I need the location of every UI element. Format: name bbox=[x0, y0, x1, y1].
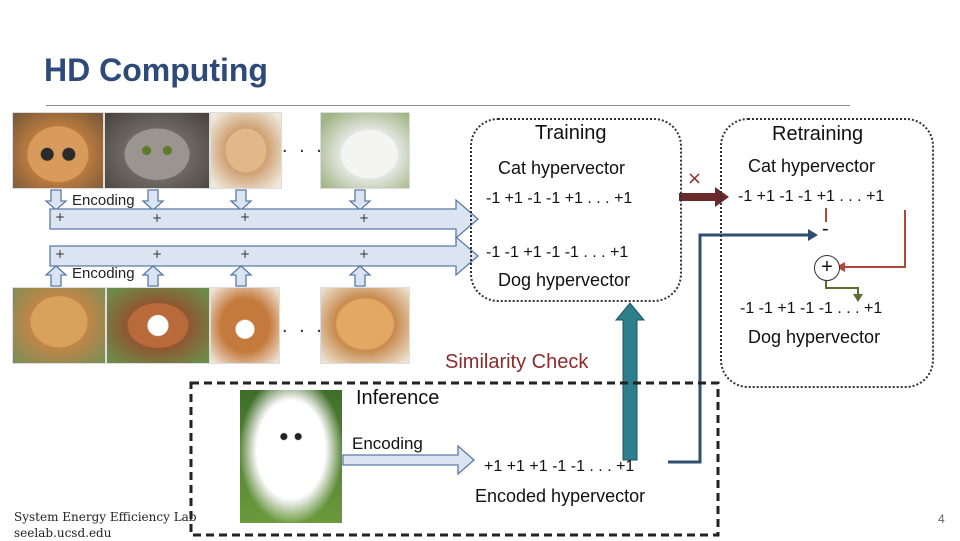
dog-image-3 bbox=[210, 287, 280, 364]
plus-sign: + bbox=[152, 211, 163, 225]
training-box bbox=[470, 118, 682, 302]
cat-image-1 bbox=[12, 112, 104, 189]
plus-sign: + bbox=[359, 211, 370, 225]
cat-transfer-arrow bbox=[679, 187, 729, 207]
dog-bundle-arrow bbox=[49, 235, 479, 277]
inference-encoding-arrow bbox=[342, 444, 475, 476]
cat-bundle-arrow bbox=[49, 198, 479, 240]
retraining-cat-vector: -1 +1 -1 -1 +1 . . . +1 bbox=[738, 188, 885, 205]
mismatch-mark: × bbox=[687, 168, 703, 189]
inference-dog-image bbox=[240, 390, 342, 523]
encoded-hypervector-label: Encoded hypervector bbox=[475, 486, 646, 506]
plus-sign: + bbox=[55, 247, 66, 261]
dog-image-1 bbox=[12, 287, 106, 364]
minus-sign: - bbox=[822, 218, 829, 240]
dog-encoding-arrows bbox=[44, 265, 372, 287]
retraining-heading: Retraining bbox=[772, 123, 864, 145]
retraining-cat-label: Cat hypervector bbox=[748, 156, 876, 176]
training-cat-label: Cat hypervector bbox=[498, 158, 626, 178]
similarity-arrow bbox=[614, 302, 646, 461]
retraining-dog-vector: -1 -1 +1 -1 -1 . . . +1 bbox=[740, 300, 883, 317]
title-divider bbox=[46, 105, 850, 106]
training-heading: Training bbox=[535, 122, 607, 144]
plus-sign: + bbox=[55, 210, 66, 224]
plus-sign: + bbox=[359, 247, 370, 261]
cat-encoding-arrows bbox=[44, 189, 372, 211]
footer-url: seelab.ucsd.edu bbox=[14, 526, 112, 540]
training-cat-vector: -1 +1 -1 -1 +1 . . . +1 bbox=[486, 190, 633, 207]
training-dog-vector: -1 -1 +1 -1 -1 . . . +1 bbox=[486, 244, 629, 261]
encoded-vector: +1 +1 +1 -1 -1 . . . +1 bbox=[484, 458, 635, 475]
inference-box bbox=[189, 381, 720, 537]
plus-sign: + bbox=[240, 210, 251, 224]
retraining-dog-label: Dog hypervector bbox=[748, 327, 881, 347]
encoded-to-retraining-line bbox=[668, 233, 808, 464]
plus-sign: + bbox=[240, 247, 251, 261]
cat-image-2 bbox=[104, 112, 210, 189]
training-dog-label: Dog hypervector bbox=[498, 270, 631, 290]
inference-encoding-label: Encoding bbox=[352, 434, 423, 453]
plus-operator: + bbox=[814, 255, 840, 281]
cat-images-ellipsis: . . . bbox=[282, 135, 325, 157]
retraining-box bbox=[720, 118, 934, 388]
slide-title: HD Computing bbox=[44, 52, 268, 88]
dog-images-ellipsis: . . . bbox=[282, 315, 325, 337]
similarity-check-label: Similarity Check bbox=[445, 351, 589, 373]
cat-image-4 bbox=[320, 112, 410, 189]
cat-encoding-label: Encoding bbox=[72, 192, 135, 209]
inference-label: Inference bbox=[356, 387, 440, 409]
dog-image-2 bbox=[106, 287, 210, 364]
dog-encoding-label: Encoding bbox=[72, 265, 135, 282]
cat-image-3 bbox=[210, 112, 282, 189]
footer-lab-name: System Energy Efficiency Lab bbox=[14, 510, 197, 524]
page-number: 4 bbox=[938, 512, 945, 526]
dog-image-4 bbox=[320, 287, 410, 364]
plus-sign: + bbox=[152, 247, 163, 261]
